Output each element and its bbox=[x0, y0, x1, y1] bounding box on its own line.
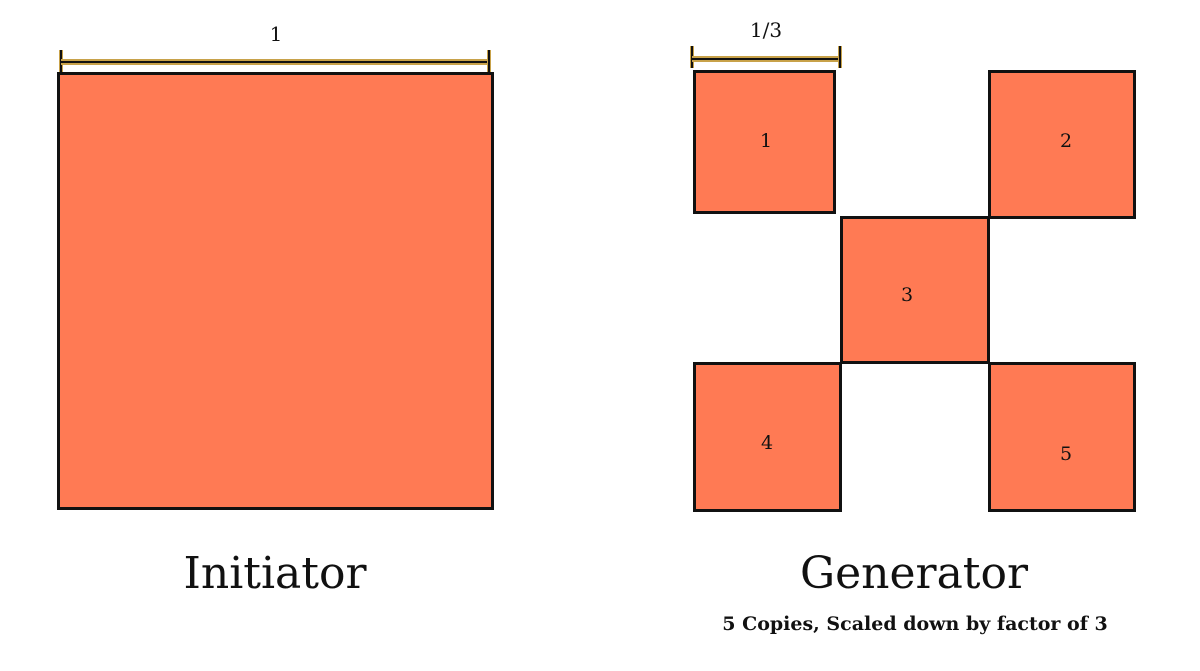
generator-square-5-label: 5 bbox=[1059, 443, 1073, 465]
generator-length-label: 1/3 bbox=[749, 18, 783, 42]
generator-measure-left-tick bbox=[691, 46, 693, 68]
generator-square-4 bbox=[693, 362, 842, 512]
generator-subcaption: 5 Copies, Scaled down by factor of 3 bbox=[722, 613, 1108, 635]
generator-square-4-label: 4 bbox=[760, 432, 774, 454]
generator-square-1-label: 1 bbox=[759, 130, 773, 152]
generator-panel: 1/3 bbox=[600, 0, 1200, 671]
generator-square-3 bbox=[840, 216, 990, 364]
generator-square-2-label: 2 bbox=[1059, 130, 1073, 152]
generator-square-1 bbox=[693, 70, 836, 214]
initiator-square bbox=[57, 72, 494, 510]
initiator-panel: 1 Initiator bbox=[0, 0, 560, 671]
initiator-measure-right-tick bbox=[488, 50, 490, 72]
initiator-caption: Initiator bbox=[183, 548, 367, 599]
initiator-length-label: 1 bbox=[269, 22, 283, 46]
generator-square-5 bbox=[988, 362, 1136, 512]
generator-square-3-label: 3 bbox=[900, 284, 914, 306]
generator-square-2 bbox=[988, 70, 1136, 219]
generator-caption: Generator bbox=[799, 548, 1029, 599]
generator-measure-bar bbox=[692, 58, 840, 60]
generator-measure-right-tick bbox=[839, 46, 841, 68]
initiator-measure-bar bbox=[61, 61, 489, 63]
